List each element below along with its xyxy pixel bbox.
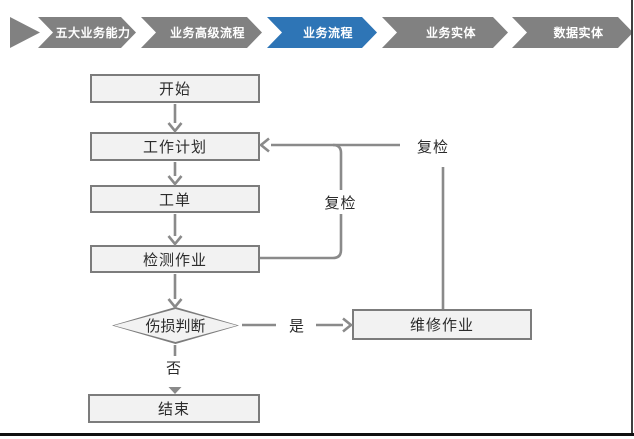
flow-node-label: 维修作业	[409, 317, 474, 334]
breadcrumb-lead-arrow-icon	[10, 17, 40, 48]
flow-node-inspection-job: 检测作业	[90, 245, 260, 273]
edge-label-recheck-left: 复检	[317, 190, 364, 214]
flow-node-label: 检测作业	[142, 251, 207, 269]
breadcrumb-step-label: 业务流程	[302, 26, 353, 40]
breadcrumb-step-business-process-active[interactable]: 业务流程	[267, 17, 377, 48]
flow-node-label: 工单	[158, 191, 191, 209]
breadcrumb-step-advanced-process[interactable]: 业务高级流程	[141, 17, 262, 48]
flow-node-work-plan: 工作计划	[90, 132, 260, 161]
flow-node-damage-decision: 伤损判断	[112, 307, 239, 344]
frame-bottom-border	[0, 433, 634, 436]
flow-node-label: 开始	[158, 81, 191, 98]
frame-right-border	[631, 0, 633, 434]
breadcrumb-step-label: 业务实体	[425, 26, 476, 40]
arrowhead-down-icon	[167, 122, 183, 134]
edge-label-yes: 是	[283, 315, 311, 335]
breadcrumb-step-five-capabilities[interactable]: 五大业务能力	[38, 17, 136, 48]
flow-node-end: 结束	[88, 394, 260, 423]
breadcrumb-step-label: 五大业务能力	[55, 26, 131, 40]
breadcrumb-step-data-entity[interactable]: 数据实体	[512, 17, 633, 48]
arrowhead-left-icon	[258, 137, 270, 153]
arrowhead-down-icon	[167, 175, 183, 187]
flow-node-label: 结束	[157, 401, 190, 418]
edge-label-no: 否	[161, 357, 187, 378]
flow-node-repair-job: 维修作业	[352, 309, 532, 340]
arrowhead-down-icon	[167, 235, 183, 247]
edge-label-recheck-right: 复检	[409, 135, 457, 157]
arrowhead-small-down-icon	[168, 387, 182, 394]
arrowhead-down-icon	[167, 298, 183, 310]
flow-node-work-order: 工单	[90, 185, 260, 213]
flow-node-start: 开始	[90, 74, 260, 103]
arrowhead-right-icon	[342, 317, 354, 333]
breadcrumb-step-label: 业务高级流程	[169, 26, 245, 40]
breadcrumb-step-label: 数据实体	[553, 26, 604, 40]
breadcrumb-step-business-entity[interactable]: 业务实体	[382, 17, 508, 48]
flow-node-label: 伤损判断	[114, 309, 237, 342]
flow-node-label: 工作计划	[142, 139, 207, 156]
